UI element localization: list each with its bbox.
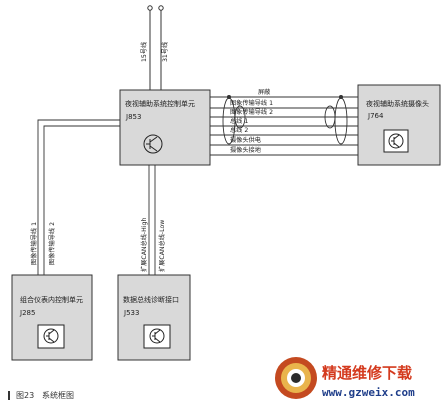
watermark-logo-icon (275, 357, 317, 399)
can-low-label: 扩展CAN总线-Low (158, 220, 166, 272)
harness-label-image2: 图象传输导线 2 (230, 108, 273, 116)
harness-label-bus1: 总线 1 (230, 117, 248, 125)
left-wire-label-2: 图像传输导线 2 (48, 222, 56, 265)
can-wires (148, 165, 156, 275)
harness-label-camera-power: 摄像头供电 (230, 136, 261, 144)
left-wire-label-1: 图像传输导线 1 (30, 222, 38, 265)
left-wires (37, 119, 120, 275)
power-wires (147, 5, 164, 90)
transistor-icon (143, 134, 163, 154)
harness-label-image1: 图象传输导线 1 (230, 99, 273, 107)
can-high-label: 扩展CAN总线-High (140, 218, 148, 272)
watermark: 精通维修下载 www.gzweix.com (275, 357, 415, 399)
box-j853-id: J853 (125, 113, 141, 121)
wire-15-label: 15号线 (140, 42, 148, 62)
box-j285-title: 组合仪表内控制单元 (20, 295, 83, 304)
box-j285-id: J285 (19, 309, 35, 317)
harness-label-bus2: 总线 2 (230, 126, 248, 134)
box-j764-id: J764 (367, 112, 384, 120)
caption-marker (8, 391, 10, 400)
box-j764: 夜视辅助系统摄像头 J764 (357, 84, 441, 166)
box-j853: 夜视辅助系统控制单元 J853 (119, 89, 211, 166)
box-j764-title: 夜视辅助系统摄像头 (366, 99, 429, 108)
gateway-icon (143, 324, 171, 349)
box-j533-id: J533 (123, 309, 139, 317)
watermark-name: 精通维修下载 (322, 364, 412, 382)
wire-harness (210, 94, 358, 156)
box-j533-title: 数据总线诊断接口 (123, 295, 179, 304)
control-unit-icon (37, 324, 65, 349)
watermark-url: www.gzweix.com (322, 386, 415, 399)
harness-label-camera-ground: 摄像头接地 (230, 146, 261, 154)
harness-label-shield: 屏蔽 (258, 88, 271, 96)
box-j285: 组合仪表内控制单元 J285 (11, 274, 93, 361)
camera-icon (383, 129, 409, 153)
box-j533: 数据总线诊断接口 J533 (117, 274, 191, 361)
wire-31-label: 31号线 (161, 42, 169, 62)
caption-text: 系统框图 (42, 390, 74, 400)
caption-number: 图23 (16, 391, 34, 400)
box-j853-title: 夜视辅助系统控制单元 (125, 99, 195, 108)
